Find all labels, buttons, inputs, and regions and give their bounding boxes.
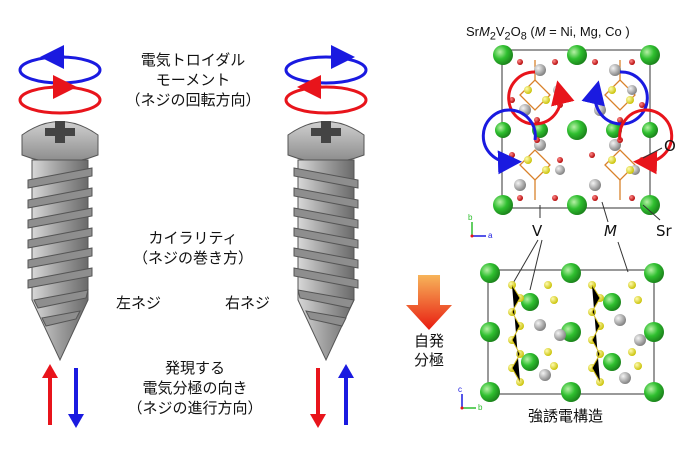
label-vanadium: V (532, 222, 543, 240)
label-oxygen: O (664, 137, 676, 155)
ferroelectric-structure-label: 強誘電構造 (528, 407, 604, 425)
polarization-line-3: （ネジの進行方向） (127, 399, 263, 417)
toroidal-line-1: 電気トロイダル (140, 51, 246, 69)
left-screw (18, 45, 102, 362)
formula-paren: ( (526, 24, 535, 39)
pointer-lines (511, 147, 663, 291)
axis-c-label: c (458, 385, 462, 394)
spont-line-1: 自発 (413, 332, 444, 350)
formula-v: V (495, 24, 505, 39)
left-blue-rotation-arrow (18, 55, 102, 85)
right-screw (284, 45, 368, 362)
chirality-line-1: カイラリティ (148, 229, 238, 247)
formula-sub-v: 2 (504, 30, 511, 43)
chemical-formula: SrM2V2O8 (M = Ni, Mg, Co ) (466, 24, 630, 43)
toroidal-line-3: （ネジの回転方向） (125, 91, 261, 109)
chirality-line-2: （ネジの巻き方） (132, 249, 253, 267)
crystal-side-view (480, 263, 664, 402)
toroidal-line-2: モーメント (155, 71, 231, 89)
polarization-label: 発現する 電気分極の向き （ネジの進行方向） (110, 358, 280, 418)
right-red-rotation-arrow (284, 85, 368, 115)
formula-sub-o: 8 (520, 30, 527, 43)
formula-o: O (510, 24, 521, 39)
axis-a-label: a (488, 231, 493, 240)
toroidal-label: 電気トロイダル モーメント （ネジの回転方向） (118, 50, 268, 110)
polarization-line-2: 電気分極の向き (142, 379, 248, 397)
formula-elements: = Ni, Mg, Co ) (545, 24, 630, 39)
label-strontium: Sr (656, 222, 672, 240)
formula-m: M (479, 24, 490, 39)
right-blue-rotation-arrow (284, 55, 368, 85)
left-screw-label: 左ネジ (116, 294, 162, 312)
polarization-line-1: 発現する (164, 359, 225, 377)
formula-m-var: M (534, 24, 546, 39)
right-screw-label: 右ネジ (225, 294, 271, 312)
spont-line-2: 分極 (413, 351, 444, 369)
formula-sr: Sr (466, 24, 479, 39)
label-m: M (604, 222, 617, 240)
formula-sub-m: 2 (489, 30, 496, 43)
axis-b-label: b (468, 213, 473, 222)
left-red-rotation-arrow (18, 85, 102, 115)
crystal-top-view (481, 45, 674, 215)
chirality-label: カイラリティ （ネジの巻き方） (118, 228, 268, 268)
axis-b2-label: b (478, 403, 483, 412)
axis-tripod-bottom (460, 394, 476, 410)
polarization-arrows-right (310, 364, 354, 428)
polarization-arrows-left (42, 364, 84, 428)
spontaneous-polarization-label: 自発 分極 (406, 332, 452, 370)
axis-tripod-top (470, 222, 486, 238)
spontaneous-polarization-arrow (406, 275, 452, 330)
